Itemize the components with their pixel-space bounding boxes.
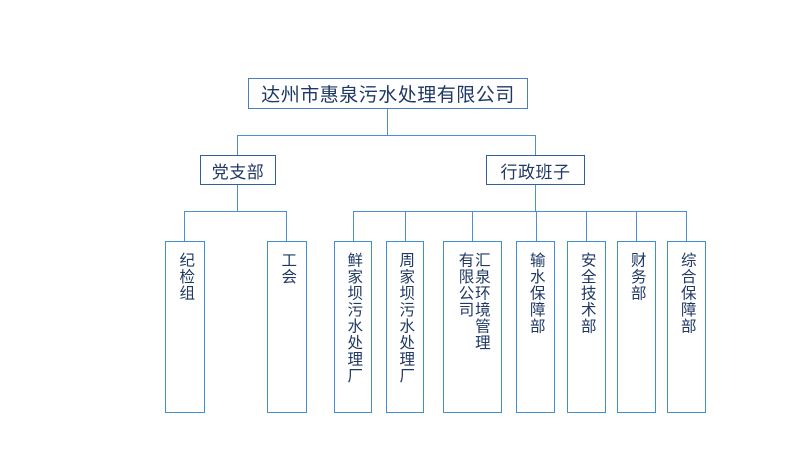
node-huiquan-company-label-line1: 汇泉环境管理 [472, 252, 490, 351]
connector-admin-bus [353, 211, 686, 213]
node-root[interactable]: 达州市惠泉污水处理有限公司 [248, 78, 528, 109]
node-general-support-dept-text-wrap: 综合保障部 [668, 248, 705, 412]
connector-level1-bus [237, 135, 536, 137]
connector-party-stem [237, 185, 239, 212]
node-huiquan-company-text-wrap: 有限公司 汇泉环境管理 [444, 248, 501, 412]
node-party-branch[interactable]: 党支部 [200, 155, 276, 185]
node-finance-dept-text-wrap: 财务部 [618, 248, 655, 412]
node-finance-dept-label: 财务部 [628, 252, 646, 302]
node-discipline-group[interactable]: 纪检组 [165, 241, 205, 413]
node-water-supply-dept-text-wrap: 输水保障部 [517, 248, 554, 412]
node-xianjiaba-plant-text-wrap: 鲜家坝污水处理厂 [335, 248, 371, 412]
node-safety-tech-dept-text-wrap: 安全技术部 [568, 248, 605, 412]
connector-to-admin [535, 135, 537, 155]
node-admin-team-label: 行政班子 [500, 162, 571, 182]
node-zhoujiaba-plant-label: 周家坝污水处理厂 [397, 252, 415, 384]
node-labor-union[interactable]: 工会 [267, 241, 307, 413]
connector-admin-to-huiquan [472, 211, 474, 241]
node-root-label: 达州市惠泉污水处理有限公司 [261, 85, 515, 106]
node-admin-team[interactable]: 行政班子 [486, 155, 585, 185]
node-discipline-group-label: 纪检组 [177, 252, 195, 302]
node-discipline-group-text-wrap: 纪检组 [166, 248, 204, 412]
connector-party-to-discipline [184, 211, 186, 241]
node-huiquan-company[interactable]: 有限公司 汇泉环境管理 [443, 241, 502, 413]
node-general-support-dept-label: 综合保障部 [678, 252, 696, 335]
connector-admin-stem [535, 185, 537, 212]
connector-admin-to-xianjiaba [353, 211, 355, 241]
node-huiquan-company-label-line2: 有限公司 [456, 252, 474, 318]
connector-admin-to-general-support [686, 211, 688, 241]
node-general-support-dept[interactable]: 综合保障部 [667, 241, 706, 413]
connector-party-to-union [286, 211, 288, 241]
connector-party-bus [184, 211, 287, 213]
connector-admin-to-finance [636, 211, 638, 241]
node-zhoujiaba-plant[interactable]: 周家坝污水处理厂 [386, 241, 424, 413]
node-safety-tech-dept[interactable]: 安全技术部 [567, 241, 606, 413]
connector-admin-to-water-supply [536, 211, 538, 241]
node-safety-tech-dept-label: 安全技术部 [578, 252, 596, 335]
node-xianjiaba-plant[interactable]: 鲜家坝污水处理厂 [334, 241, 372, 413]
node-party-branch-label: 党支部 [211, 162, 265, 182]
connector-admin-to-safety-tech [586, 211, 588, 241]
node-water-supply-dept[interactable]: 输水保障部 [516, 241, 555, 413]
node-labor-union-label: 工会 [279, 252, 297, 285]
node-water-supply-dept-label: 输水保障部 [527, 252, 545, 335]
node-labor-union-text-wrap: 工会 [268, 248, 306, 412]
connector-to-party [237, 135, 239, 155]
node-xianjiaba-plant-label: 鲜家坝污水处理厂 [345, 252, 363, 384]
node-finance-dept[interactable]: 财务部 [617, 241, 656, 413]
connector-admin-to-zhoujiaba [405, 211, 407, 241]
connector-root-stem [387, 109, 389, 136]
node-zhoujiaba-plant-text-wrap: 周家坝污水处理厂 [387, 248, 423, 412]
